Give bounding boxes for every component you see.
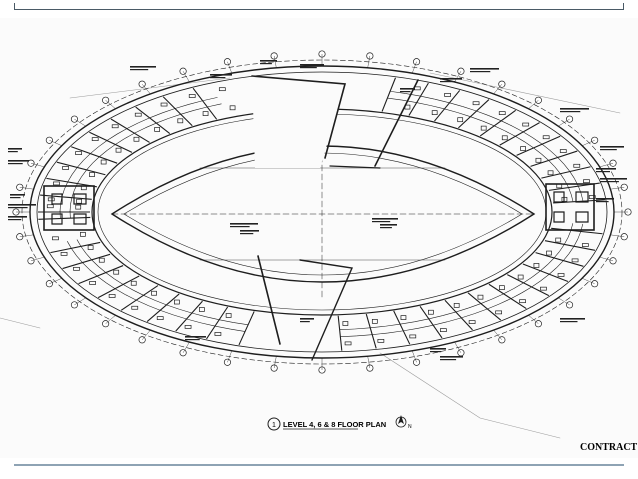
floor-plan-sheet: 1 LEVEL 4, 6 & 8 FLOOR PLAN N CONTRACT [0, 18, 638, 458]
plan-title: LEVEL 4, 6 & 8 FLOOR PLAN [283, 420, 386, 429]
title-number: 1 [272, 422, 276, 429]
plan-title-block: 1 LEVEL 4, 6 & 8 FLOOR PLAN N [267, 415, 412, 431]
north-arrow-icon: N [395, 415, 412, 430]
top-rule [0, 0, 638, 12]
bottom-band [0, 458, 638, 479]
contract-stamp: CONTRACT [580, 442, 638, 453]
title-number-bubble [267, 417, 281, 431]
floor-plan-drawing: 1 LEVEL 4, 6 & 8 FLOOR PLAN N CONTRACT [0, 50, 638, 453]
svg-text:N: N [408, 424, 412, 430]
